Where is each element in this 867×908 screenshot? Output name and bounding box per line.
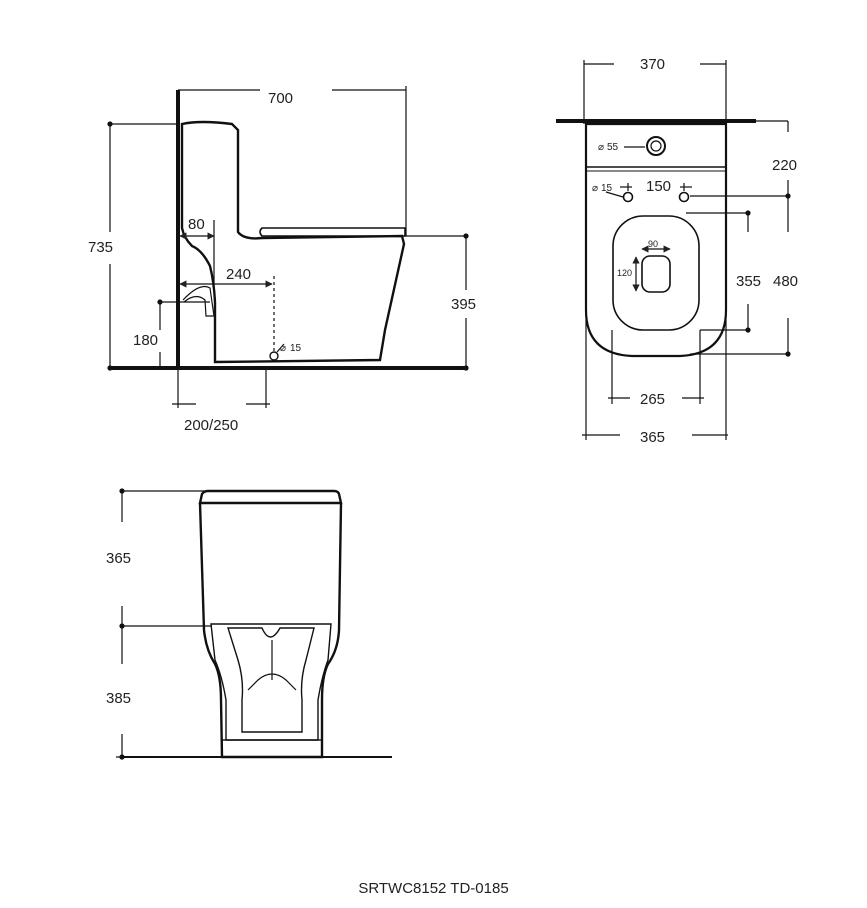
dim-fix-hole-symbol: ⌀: [592, 183, 598, 194]
pedestal-outline: [210, 623, 332, 741]
model-caption: SRTWC8152 TD-0185: [358, 880, 509, 897]
dim-opening-width: 90: [648, 239, 658, 249]
seat-side: [259, 227, 406, 237]
dim-wall-offset: 80: [188, 216, 205, 233]
dim-seat-height: 395: [451, 296, 476, 313]
side-view: [107, 86, 469, 408]
top-view: [556, 60, 791, 440]
dim-fix-hole: 15: [601, 183, 613, 194]
dim-tank-depth: 220: [772, 157, 797, 174]
dim-bowl-length-outer: 480: [773, 273, 798, 290]
seat-ring: [612, 215, 700, 331]
dim-tank-hole-symbol: ⌀: [598, 142, 604, 153]
dim-bowl-width-outer: 365: [640, 429, 665, 446]
tank-front: [198, 489, 343, 505]
flush-button-outer: [646, 136, 666, 156]
dim-tank-hole: 55: [607, 142, 619, 153]
toilet-top-outline: [584, 122, 728, 358]
dim-opening-length: 120: [617, 268, 632, 278]
toilet-side-outline: [180, 120, 406, 364]
dim-fix-spacing: 150: [646, 178, 671, 195]
fix-hole-left: [622, 191, 634, 203]
flush-button-inner: [650, 140, 662, 152]
fix-hole-right: [678, 191, 690, 203]
pedestal-inner: [227, 627, 315, 733]
dim-bowl-length-inner: 355: [736, 273, 761, 290]
dim-tank-width: 370: [640, 56, 665, 73]
dim-outlet-offset: 240: [226, 266, 251, 283]
dim-lower-height: 385: [106, 690, 131, 707]
dim-height: 735: [88, 239, 113, 256]
dim-length: 700: [268, 90, 293, 107]
dim-outlet-dia: 15: [290, 343, 302, 354]
dim-bowl-width-inner: 265: [640, 391, 665, 408]
front-view: [116, 488, 392, 760]
dim-rough-in: 200/250: [184, 417, 238, 434]
body-front-outline: [198, 502, 343, 759]
dim-outlet-dia-symbol: ⌀: [280, 343, 286, 354]
outlet-circle: [269, 351, 279, 361]
trapway: [182, 285, 215, 317]
dim-upper-height: 365: [106, 550, 131, 567]
dim-inlet-height: 180: [133, 332, 158, 349]
bowl-opening: [641, 255, 671, 293]
front-base: [221, 739, 323, 758]
